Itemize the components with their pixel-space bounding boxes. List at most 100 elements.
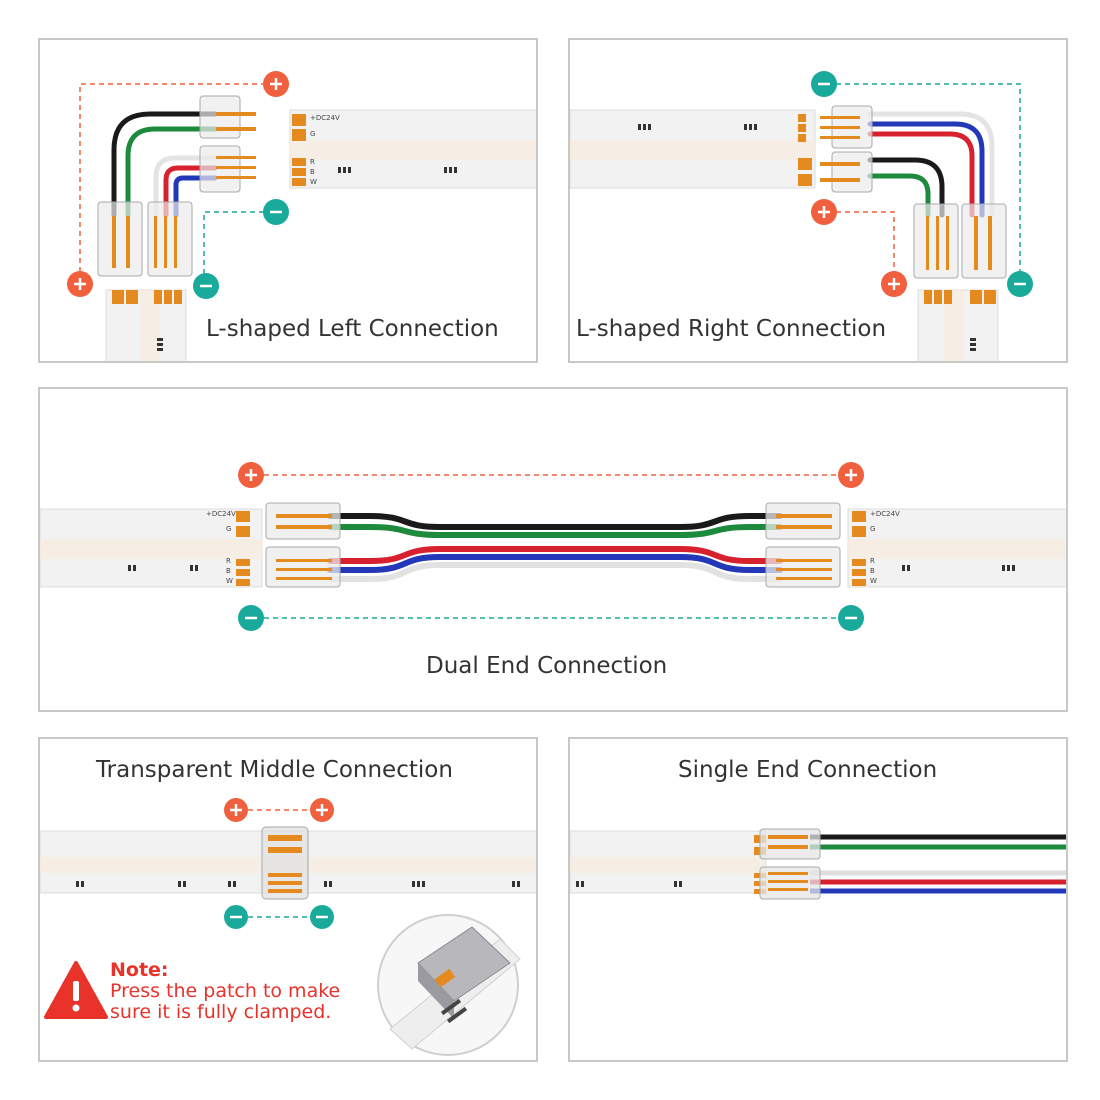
wire-bundle (867, 111, 995, 218)
smd-chip (638, 124, 651, 130)
label-b: B (310, 168, 315, 176)
smd-chip (970, 338, 976, 351)
copper-pad (852, 569, 866, 576)
copper-pad (164, 290, 172, 304)
note-title: Note: (110, 959, 169, 981)
wire-blue (327, 554, 783, 573)
copper-pad (798, 114, 806, 122)
middle-diagram (40, 798, 536, 1056)
minus-guide-line (203, 211, 264, 284)
wire-blue (867, 121, 985, 218)
smd-chip (1002, 565, 1015, 571)
wire-bundle (327, 513, 783, 582)
panel-l-shaped-left: +DC24V G R B W (38, 38, 538, 363)
single-end-connector (759, 828, 821, 900)
label-r: R (226, 557, 231, 565)
copper-pad (292, 129, 306, 141)
label-g: G (870, 525, 875, 533)
label-dc24v: +DC24V (206, 510, 236, 518)
label-w: W (870, 577, 877, 585)
zoom-detail-photo (377, 914, 521, 1056)
wire-white (867, 111, 995, 218)
connector-right (765, 502, 841, 588)
copper-pad (852, 559, 866, 566)
copper-pad (236, 569, 250, 576)
label-r: R (870, 557, 875, 565)
copper-pad (174, 290, 182, 304)
smd-chip (576, 881, 584, 887)
plus-circle-icon (67, 271, 93, 297)
copper-pad (112, 290, 124, 304)
panel-l-shaped-right: L-shaped Right Connection (568, 38, 1068, 363)
wire-black (111, 111, 218, 218)
warning-triangle-icon (44, 961, 108, 1019)
copper-pad (798, 174, 812, 186)
transparent-connector (261, 826, 309, 900)
copper-pad (292, 114, 306, 126)
minus-guide-line (836, 83, 1021, 282)
connector-left (97, 201, 193, 277)
smd-chip (412, 881, 425, 887)
copper-pad (852, 511, 866, 522)
panel-transparent-middle: Transparent Middle Connection (38, 737, 538, 1062)
caption-l-shaped-right: L-shaped Right Connection (576, 316, 887, 342)
minus-circle-icon (224, 905, 248, 929)
wire-red (867, 131, 975, 218)
panel-dual-end: +DC24V G R B W +DC24V G R B W (38, 387, 1068, 712)
copper-pad (852, 579, 866, 586)
minus-circle-icon (238, 605, 264, 631)
connector-left (265, 502, 341, 588)
plus-circle-icon (263, 71, 289, 97)
smd-chip (338, 167, 351, 173)
copper-pad (292, 158, 306, 166)
smd-chip (902, 565, 910, 571)
plus-circle-icon (811, 199, 837, 225)
minus-circle-icon (838, 605, 864, 631)
wire-white (327, 562, 783, 582)
connector-top (199, 95, 256, 193)
wire-black (327, 513, 783, 530)
copper-pad (236, 526, 250, 537)
copper-pad (852, 526, 866, 537)
smd-chip (190, 565, 198, 571)
l-right-diagram (570, 71, 1033, 361)
label-r: R (310, 158, 315, 166)
minus-circle-icon (310, 905, 334, 929)
copper-pad (236, 579, 250, 586)
wire-green (327, 524, 783, 538)
smd-chip (76, 881, 84, 887)
plus-circle-icon (881, 271, 907, 297)
copper-pad (798, 124, 806, 132)
label-b: B (870, 567, 875, 575)
connector-bottom (913, 203, 1007, 279)
smd-chip (228, 881, 236, 887)
copper-pad (984, 290, 996, 304)
label-dc24v: +DC24V (870, 510, 900, 518)
plus-guide-line (836, 211, 895, 282)
wire-black (867, 157, 945, 218)
panel-single-end: Single End Connection (568, 737, 1068, 1062)
copper-pad (292, 168, 306, 176)
label-g: G (226, 525, 231, 533)
copper-pad (934, 290, 942, 304)
wire-red (163, 165, 218, 218)
plus-circle-icon (838, 462, 864, 488)
label-dc24v: +DC24V (310, 114, 340, 122)
smd-chip (178, 881, 186, 887)
single-end-diagram (570, 828, 1066, 900)
minus-circle-icon (811, 71, 837, 97)
smd-chip (674, 881, 682, 887)
minus-circle-icon (1007, 271, 1033, 297)
smd-chip (128, 565, 136, 571)
copper-pad (924, 290, 932, 304)
label-w: W (310, 178, 317, 186)
label-b: B (226, 567, 231, 575)
l-left-diagram: +DC24V G R B W (67, 71, 536, 361)
wire-green (867, 173, 931, 218)
smd-chip (157, 338, 163, 351)
dual-end-diagram: +DC24V G R B W +DC24V G R B W (40, 462, 1066, 631)
copper-pad (292, 178, 306, 186)
smd-chip (744, 124, 757, 130)
wire-blue (173, 175, 218, 218)
copper-pad (236, 559, 250, 566)
